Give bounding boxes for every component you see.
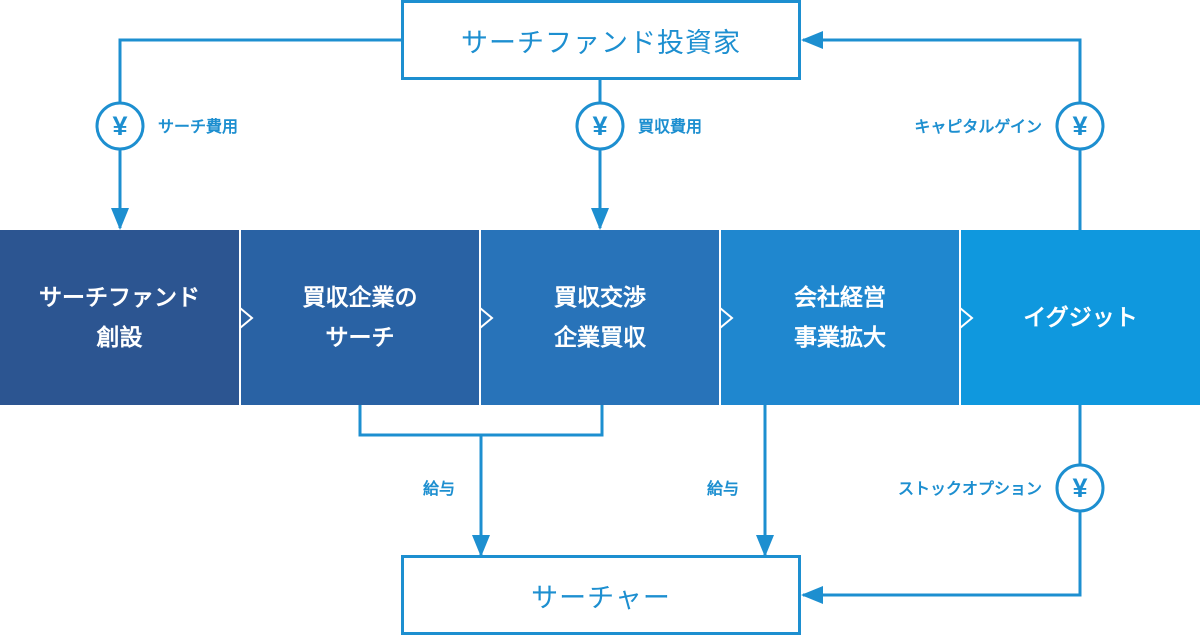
searcher-box: サーチャー [401, 555, 801, 635]
investor-label: サーチファンド投資家 [461, 27, 741, 59]
svg-text:¥: ¥ [1072, 111, 1087, 141]
chevron-right-icon [719, 307, 734, 329]
salary-label-2: 給与 [707, 479, 740, 498]
stage-management-growth: 会社経営 事業拡大 [721, 230, 959, 405]
yen-icon: ¥ [95, 101, 145, 151]
acquisition-cost-label: 買収費用 [638, 117, 703, 136]
search-cost-line [111, 38, 401, 230]
stage-search-fund-founding: サーチファンド 創設 [0, 230, 239, 405]
salary-label-1: 給与 [423, 479, 456, 498]
stock-option-label: ストックオプション [897, 479, 1042, 498]
capital-gain-line [801, 31, 1082, 230]
yen-icon: ¥ [1055, 463, 1105, 513]
stock-option-line [801, 405, 1082, 604]
chevron-right-icon [479, 307, 494, 329]
chevron-right-icon [959, 307, 974, 329]
searcher-label: サーチャー [531, 582, 671, 614]
chevron-right-icon [239, 307, 254, 329]
salary-bracket-line [358, 405, 604, 437]
yen-icon: ¥ [575, 101, 625, 151]
svg-text:¥: ¥ [1072, 473, 1087, 503]
stage-exit: イグジット [961, 230, 1200, 405]
search-cost-label: サーチ費用 [158, 117, 239, 136]
investor-box: サーチファンド投資家 [401, 0, 801, 80]
svg-text:¥: ¥ [592, 111, 607, 141]
capital-gain-label: キャピタルゲイン [914, 117, 1042, 136]
stage-target-search: 買収企業の サーチ [241, 230, 479, 405]
yen-icon: ¥ [1055, 101, 1105, 151]
stage-row: サーチファンド 創設 買収企業の サーチ 買収交渉 企業買収 会社経営 事業拡大… [0, 230, 1200, 405]
stage-negotiation-acquisition: 買収交渉 企業買収 [481, 230, 719, 405]
svg-text:¥: ¥ [112, 111, 127, 141]
